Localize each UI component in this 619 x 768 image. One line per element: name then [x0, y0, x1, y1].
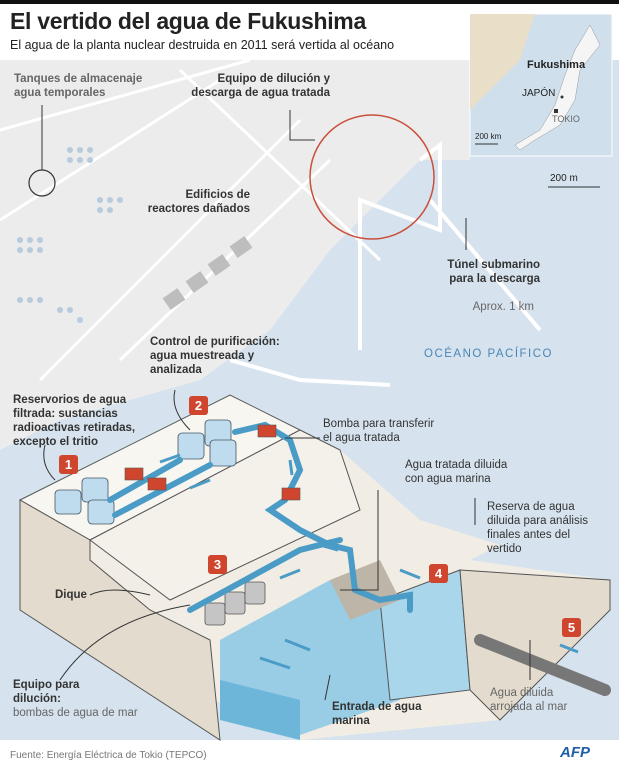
label-equipment-title: Equipo para dilución: [13, 679, 80, 705]
source-note: Fuente: Energía Eléctrica de Tokio (TEPC… [10, 750, 207, 761]
highlight-circle [309, 114, 435, 240]
inset-label-tokyo: TOKIO [552, 114, 580, 124]
reactor-buildings [162, 236, 253, 310]
inset-continent [470, 14, 535, 110]
afp-logo: AFP [560, 744, 590, 761]
label-intake: Entrada de agua marina [332, 701, 422, 727]
inset-scale: 200 km [475, 132, 502, 141]
breakwaters [229, 141, 542, 387]
step-badge-1: 1 [59, 455, 78, 474]
plant-structure [18, 394, 611, 741]
page-subtitle: El agua de la planta nuclear destruida e… [10, 38, 395, 52]
step-badge-5: 5 [562, 618, 581, 637]
discharge-pipe [474, 634, 611, 696]
pump-houses [124, 424, 301, 501]
label-control: Control de purificación: agua muestreada… [150, 336, 280, 376]
flow-arrows [159, 453, 579, 670]
leader-lines [41, 105, 600, 250]
label-tanks: Tanques de almacenaje agua temporales [14, 73, 143, 99]
label-dilution-equipment: Equipo de dilución y descarga de agua tr… [191, 73, 330, 99]
label-reactors: Edificios de reactores dañados [147, 189, 250, 215]
land-area [0, 60, 470, 450]
dilution-pumps [204, 581, 266, 626]
label-tunnel: Túnel submarino para la descarga [447, 259, 540, 285]
step-badge-4: 4 [429, 564, 448, 583]
top-bar [0, 0, 619, 4]
label-reservoirs: Reservorios de agua filtrada: sustancias… [13, 394, 136, 448]
tokyo-marker [554, 109, 558, 113]
map-scale: 200 m [550, 173, 578, 184]
ocean-label: OCÉANO PACÍFICO [424, 348, 553, 360]
tanks [54, 419, 237, 525]
label-diluted: Agua tratada diluida con agua marina [405, 459, 508, 485]
inset-label-japan: JAPÓN [522, 88, 556, 99]
inset-japan [514, 24, 601, 151]
step-badge-3: 3 [208, 555, 227, 574]
inset-label-fukushima: Fukushima [527, 59, 586, 71]
tank-clusters [17, 147, 123, 323]
label-tunnel-length: Aprox. 1 km [472, 301, 534, 313]
fukushima-marker [560, 95, 564, 99]
label-reserve: Reserva de agua diluida para análisis fi… [487, 501, 589, 555]
label-equipment-desc: bombas de agua de mar [13, 707, 138, 719]
page-title: El vertido del agua de Fukushima [10, 8, 366, 34]
label-dike: Dique [55, 589, 87, 601]
step-badge-2: 2 [189, 396, 208, 415]
label-pump: Bomba para transferir el agua tratada [323, 418, 435, 444]
label-discharge: Agua diluida arrojada al mar [490, 687, 568, 713]
diagram-leader-lines [43, 389, 531, 701]
